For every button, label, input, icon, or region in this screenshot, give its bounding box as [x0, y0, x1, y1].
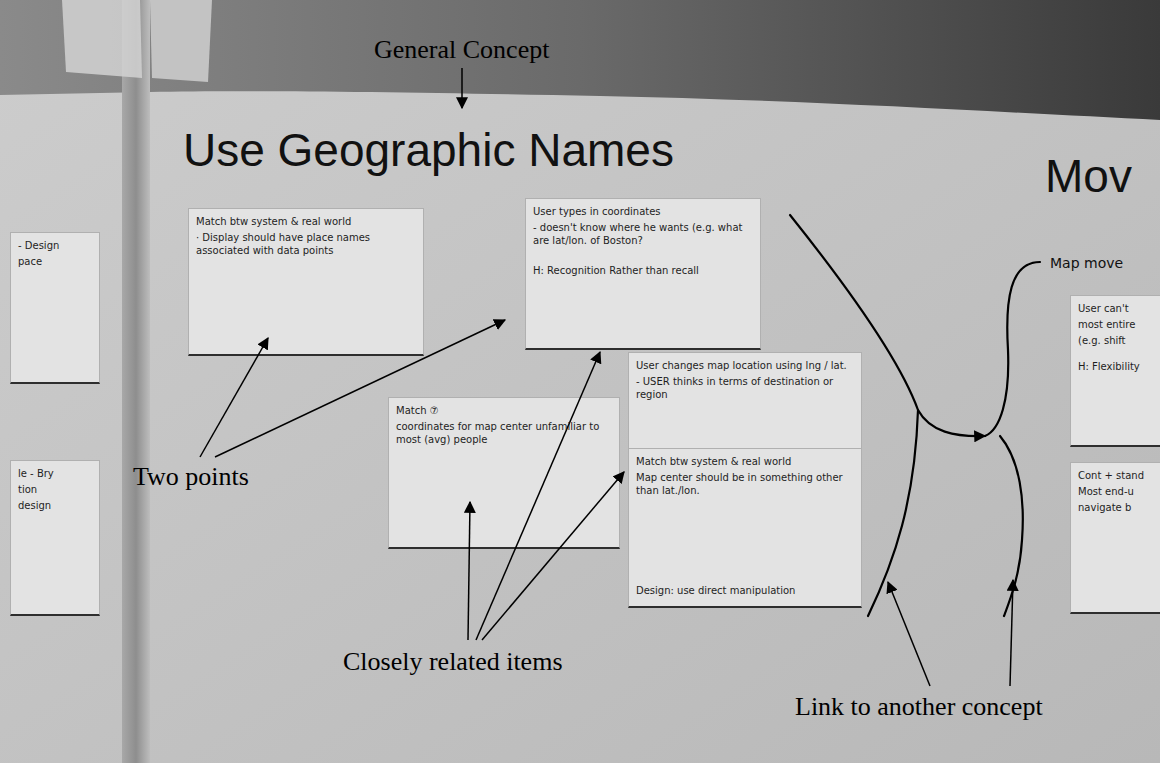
- card-note: Design: use direct manipulation: [636, 584, 854, 597]
- concept-link: [868, 410, 918, 616]
- card-note: coordinates for map center unfamiliar to…: [396, 420, 612, 446]
- index-card: Match btw system & real world · Display s…: [188, 208, 424, 356]
- index-card: Cont + standMost end-u navigate b: [1070, 462, 1160, 614]
- leader-arrow: [200, 338, 268, 457]
- tape-strip: [62, 0, 142, 78]
- index-card: Match btw system & real worldMap center …: [628, 448, 862, 608]
- annotation-label: General Concept: [374, 36, 549, 65]
- card-heading: Match ⑦: [396, 404, 612, 417]
- card-heading: Match btw system & real world: [196, 215, 416, 228]
- index-card: - Design pace: [10, 232, 100, 384]
- leader-arrow: [1010, 580, 1013, 686]
- index-card: User changes map location using lng / la…: [628, 352, 862, 462]
- leader-arrow: [461, 68, 463, 108]
- card-note: pace: [18, 255, 92, 268]
- group-heading: Map move: [1050, 255, 1123, 272]
- index-card: User types in coordinates - doesn't know …: [525, 198, 761, 350]
- wall-top: [0, 0, 1160, 120]
- index-card: Match ⑦ coordinates for map center unfami…: [388, 397, 620, 549]
- card-note: tion: [18, 483, 92, 496]
- card-note: design: [18, 499, 92, 512]
- leader-arrow: [476, 352, 600, 640]
- annotation-label: Closely related items: [343, 648, 563, 677]
- card-note: - doesn't know where he wants (e.g. what…: [533, 221, 753, 247]
- card-note: · Display should have place names associ…: [196, 231, 416, 257]
- annotation-label: Two points: [133, 463, 249, 492]
- card-note: Most end-u: [1078, 485, 1153, 498]
- leader-arrow: [215, 320, 505, 457]
- card-heading: - Design: [18, 239, 92, 252]
- leader-arrow: [888, 582, 930, 686]
- card-heading: User changes map location using lng / la…: [636, 359, 854, 372]
- card-note: H: Flexibility: [1078, 360, 1153, 373]
- card-heading: Match btw system & real world: [636, 455, 854, 468]
- card-heading: le - Bry: [18, 467, 92, 480]
- concept-link: [790, 215, 985, 436]
- index-card: User can't most entire (e.g. shift H: Flexi…: [1070, 295, 1160, 447]
- leader-arrow: [482, 472, 624, 640]
- card-heading: User types in coordinates: [533, 205, 753, 218]
- concept-heading: Use Geographic Names: [183, 124, 674, 177]
- card-note: Map center should be in something other …: [636, 471, 854, 497]
- concept-heading: Mov: [1045, 150, 1132, 203]
- card-heading: Cont + stand: [1078, 469, 1153, 482]
- annotation-label: Link to another concept: [795, 693, 1043, 722]
- card-note: navigate b: [1078, 501, 1153, 514]
- paper-fold: [122, 0, 150, 763]
- card-note: H: Recognition Rather than recall: [533, 264, 753, 277]
- card-note: - USER thinks in terms of destination or…: [636, 375, 854, 401]
- card-note: most entire: [1078, 318, 1153, 331]
- card-heading: User can't: [1078, 302, 1153, 315]
- leader-arrow: [468, 502, 470, 640]
- tape-strip: [150, 0, 212, 82]
- concept-link: [985, 262, 1040, 436]
- concept-link: [1000, 436, 1023, 616]
- card-note: (e.g. shift: [1078, 334, 1153, 347]
- index-card: le - Bry tion design: [10, 460, 100, 616]
